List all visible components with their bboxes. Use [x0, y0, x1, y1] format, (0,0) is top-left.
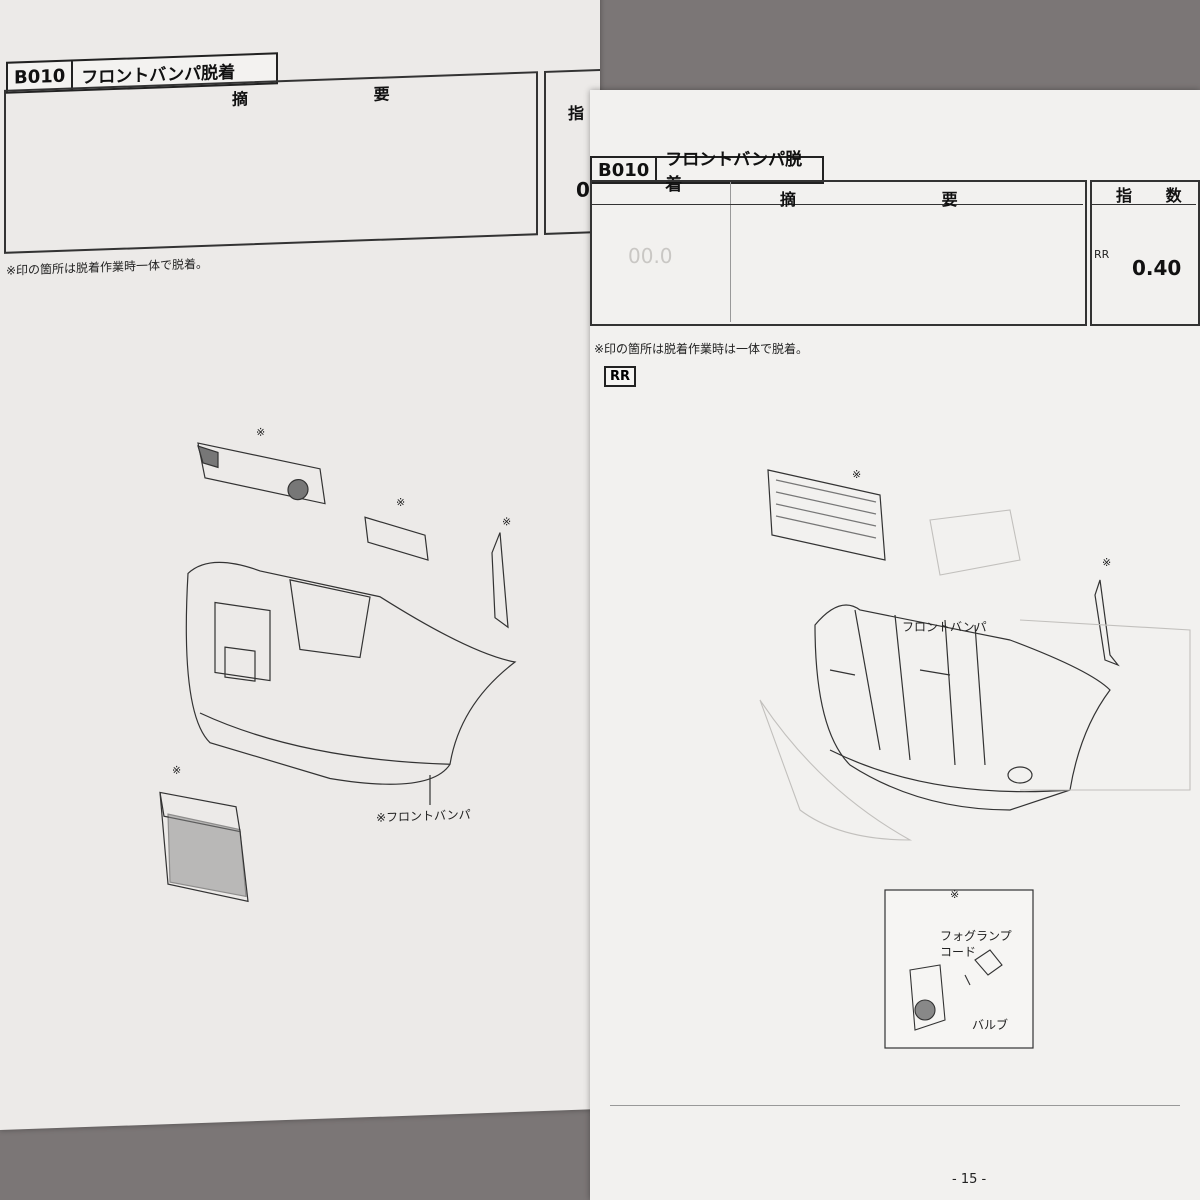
page-number: - 15 - — [952, 1172, 987, 1187]
right-bumper-diagram — [759, 469, 1191, 1049]
left-bumper-label: ※フロントバンパ — [376, 807, 471, 825]
right-table-header-line — [590, 204, 1083, 205]
left-page: B010 フロントバンパ脱着 摘 要 指 0.3 ※印の箇所は脱着作業時一体で脱… — [0, 0, 600, 1131]
left-asterisk-4: ※ — [172, 763, 182, 777]
left-asterisk-3: ※ — [502, 515, 512, 529]
right-asterisk-3: ※ — [950, 888, 960, 901]
right-index-header: 指 数 — [1116, 186, 1196, 205]
footer-line — [610, 1105, 1180, 1106]
right-title-box: B010 フロントバンパ脱着 — [590, 150, 824, 195]
right-index-value: 0.40 — [1132, 256, 1182, 280]
right-rr-badge: RR — [604, 366, 637, 387]
right-page: B010 フロントバンパ脱着 摘 要 指 数 00.0 RR 0.40 ※印の箇… — [590, 90, 1200, 1200]
right-index-table — [1090, 180, 1200, 326]
right-index-header-line — [1090, 204, 1196, 205]
left-bumper-diagram — [159, 442, 517, 903]
right-bumper-label: フロントバンパ — [902, 620, 987, 634]
ghost-value: 00.0 — [628, 244, 673, 268]
left-asterisk-2: ※ — [396, 495, 406, 510]
right-asterisk-2: ※ — [1102, 556, 1112, 569]
left-asterisk-1: ※ — [256, 425, 266, 440]
right-section-code: B010 — [592, 158, 658, 182]
right-summary-table — [590, 180, 1087, 326]
right-summary-header: 摘 要 — [780, 190, 1028, 209]
right-asterisk-1: ※ — [852, 468, 862, 481]
right-table-divider — [730, 182, 731, 322]
right-fog-cord-label: フォグランプ コード — [940, 929, 1012, 959]
right-value-label: RR — [1094, 248, 1110, 261]
right-note: ※印の箇所は脱着作業時は一体で脱着。 — [594, 342, 809, 356]
right-bulb-label: バルブ — [972, 1018, 1009, 1032]
